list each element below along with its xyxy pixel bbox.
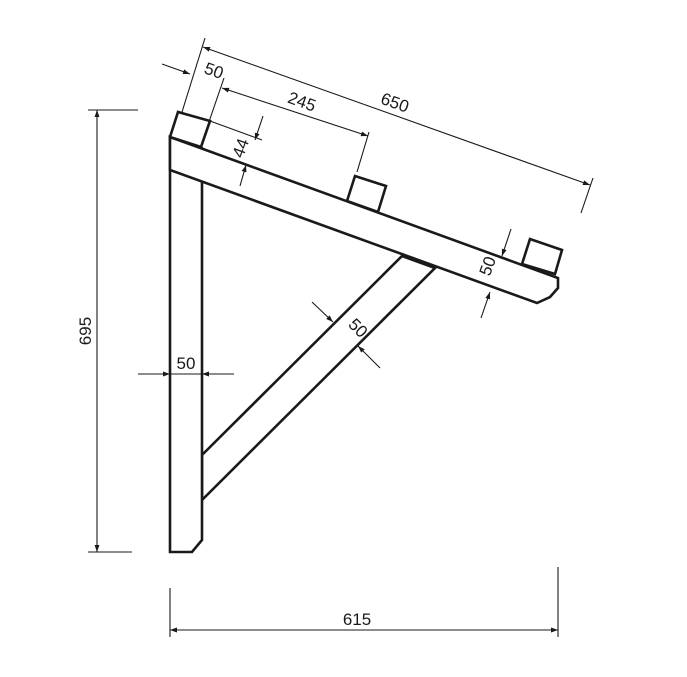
dimension-beam-length: 650 [181, 37, 594, 214]
block-3 [520, 237, 564, 276]
dimension-post-width: 50 [138, 354, 234, 377]
label-245: 245 [285, 88, 318, 115]
label-50-post: 50 [177, 354, 196, 373]
label-50-top: 50 [202, 59, 226, 83]
vertical-post [168, 135, 204, 554]
label-44: 44 [229, 136, 253, 160]
diagonal-brace [200, 254, 438, 504]
dimension-height: 695 [76, 109, 138, 553]
label-650: 650 [378, 89, 411, 116]
top-beam [168, 135, 560, 305]
dimension-block-spacing: 245 [221, 87, 370, 173]
dimension-depth: 615 [169, 567, 559, 637]
label-615: 615 [343, 610, 371, 629]
label-695: 695 [76, 317, 95, 345]
